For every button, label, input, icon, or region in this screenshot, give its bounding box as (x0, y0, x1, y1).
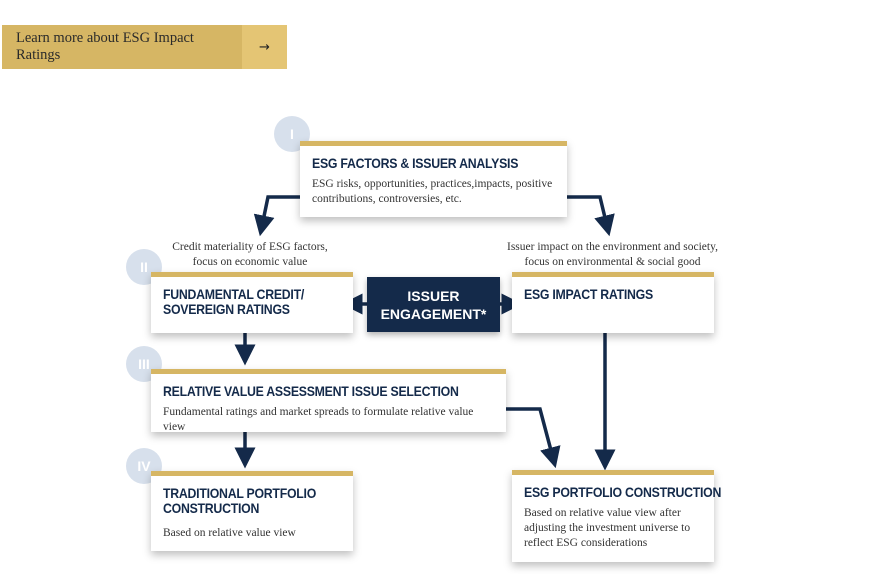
fundamental-credit-title-1: FUNDAMENTAL CREDIT/ (163, 286, 304, 302)
esg-factors-desc: ESG risks, opportunities, practices,impa… (312, 178, 553, 205)
fundamental-credit-title-2: SOVEREIGN RATINGS (163, 301, 290, 317)
learn-more-label: Learn more about ESG Impact Ratings (2, 25, 242, 69)
traditional-portfolio-box: TRADITIONAL PORTFOLIO CONSTRUCTION Based… (151, 471, 353, 551)
traditional-portfolio-title-2: CONSTRUCTION (163, 500, 260, 516)
esg-impact-box: ESG IMPACT RATINGS (512, 272, 714, 333)
relative-value-box: RELATIVE VALUE ASSESSMENT ISSUE SELECTIO… (151, 369, 506, 433)
esg-portfolio-title: ESG PORTFOLIO CONSTRUCTION (524, 484, 722, 500)
relative-value-desc: Fundamental ratings and market spreads t… (163, 406, 474, 433)
traditional-portfolio-desc: Based on relative value view (163, 527, 296, 539)
esg-factors-title: ESG FACTORS & ISSUER ANALYSIS (312, 155, 519, 171)
arrow-right-icon: → (242, 25, 287, 69)
relative-value-title: RELATIVE VALUE ASSESSMENT ISSUE SELECTIO… (163, 383, 459, 399)
credit-caption: Credit materiality of ESG factors, focus… (172, 241, 328, 268)
esg-portfolio-box: ESG PORTFOLIO CONSTRUCTION Based on rela… (512, 470, 722, 562)
fundamental-credit-box: FUNDAMENTAL CREDIT/ SOVEREIGN RATINGS (151, 272, 353, 333)
esg-portfolio-desc: Based on relative value view after adjus… (524, 507, 691, 549)
impact-caption: Issuer impact on the environment and soc… (507, 241, 718, 268)
learn-more-button[interactable]: Learn more about ESG Impact Ratings → (2, 25, 287, 69)
esg-impact-title: ESG IMPACT RATINGS (524, 286, 653, 302)
traditional-portfolio-title-1: TRADITIONAL PORTFOLIO (163, 485, 317, 501)
esg-factors-box: ESG FACTORS & ISSUER ANALYSIS ESG risks,… (300, 141, 567, 217)
